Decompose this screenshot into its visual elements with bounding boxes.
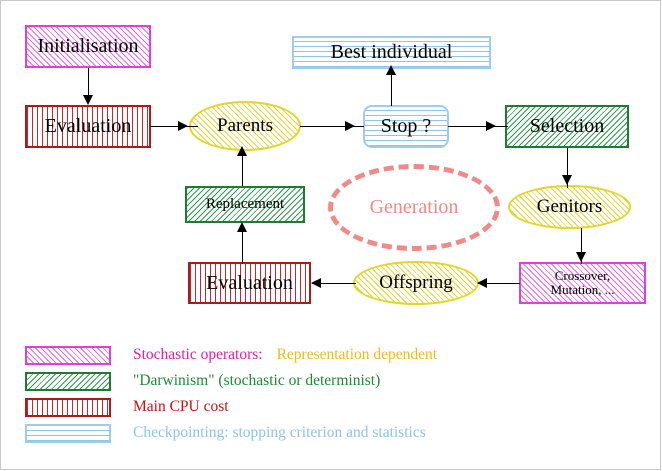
edge-selection-to-genitors	[567, 148, 568, 188]
node-crossover-mutation-label-line1: Crossover,	[554, 268, 611, 284]
node-replacement-label: Replacement	[205, 195, 285, 212]
arrowhead-right-selection	[486, 121, 496, 131]
node-evaluation-top-label: Evaluation	[44, 115, 132, 137]
legend-row-darwinism: "Darwinism" (stochastic or determinist)	[25, 369, 645, 393]
node-initialisation-label: Initialisation	[37, 35, 139, 57]
node-genitors[interactable]: Genitors	[508, 185, 631, 229]
arrowhead-left-offspring	[477, 278, 487, 288]
edge-evaluation-to-parents	[150, 126, 198, 127]
arrowhead-down-genitors	[562, 175, 572, 185]
arrowhead-right-stop	[345, 121, 355, 131]
edge-stop-to-best-individual	[391, 70, 392, 106]
edge-offspring-to-evaluation	[312, 283, 356, 284]
node-best-individual-label: Best individual	[330, 41, 453, 63]
node-best-individual[interactable]: Best individual	[292, 36, 491, 69]
legend: Stochastic operators: Representation depe…	[0, 338, 662, 458]
edge-evaluation-to-replacement	[242, 224, 243, 264]
node-evaluation-bottom[interactable]: Evaluation	[188, 262, 311, 304]
legend-swatch-blue-horizontal-hatch	[25, 423, 111, 443]
node-selection[interactable]: Selection	[505, 105, 629, 148]
arrowhead-up-best-individual	[386, 65, 396, 75]
node-stop[interactable]: Stop ?	[363, 105, 449, 148]
legend-row-checkpointing: Checkpointing: stopping criterion and st…	[25, 421, 645, 445]
arrowhead-up-parents	[237, 146, 247, 156]
edge-initialisation-to-evaluation	[88, 68, 89, 98]
legend-label-checkpointing: Checkpointing: stopping criterion and st…	[133, 424, 426, 441]
edge-parents-to-stop	[300, 126, 364, 127]
edge-replacement-to-parents	[242, 148, 243, 186]
legend-label-main-cpu-cost: Main CPU cost	[133, 398, 229, 415]
legend-swatch-red-vertical-hatch	[25, 397, 111, 417]
arrowhead-down-crossover	[576, 252, 586, 262]
node-parents-label: Parents	[217, 115, 273, 137]
node-crossover-mutation[interactable]: Crossover, Mutation, ...	[519, 262, 646, 304]
node-selection-label: Selection	[529, 115, 605, 137]
node-replacement[interactable]: Replacement	[185, 186, 305, 223]
legend-label-stochastic-operators: Stochastic operators: Representation depe…	[133, 346, 437, 364]
legend-swatch-magenta-diagonal-hatch	[25, 345, 111, 365]
node-offspring[interactable]: Offspring	[353, 261, 479, 305]
arrowhead-right-parents	[178, 121, 188, 131]
edge-stop-to-selection	[448, 126, 508, 127]
edge-crossover-to-offspring	[478, 283, 520, 284]
node-offspring-label: Offspring	[379, 272, 453, 294]
node-evaluation-bottom-label: Evaluation	[206, 271, 293, 294]
legend-label-darwinism: "Darwinism" (stochastic or determinist)	[133, 372, 381, 389]
node-evaluation-top[interactable]: Evaluation	[25, 105, 151, 148]
legend-label-representation-dependent: Representation dependent	[276, 346, 438, 363]
arrowhead-down-evaluation-top	[83, 95, 93, 105]
node-parents[interactable]: Parents	[189, 101, 301, 151]
node-genitors-label: Genitors	[536, 196, 603, 218]
node-initialisation[interactable]: Initialisation	[25, 25, 151, 68]
arrowhead-up-replacement	[237, 222, 247, 232]
arrowhead-left-evaluation-bottom	[311, 278, 321, 288]
legend-label-stochastic-operators-text: Stochastic operators:	[133, 346, 263, 363]
node-stop-label: Stop ?	[380, 115, 432, 137]
legend-row-stochastic-operators: Stochastic operators: Representation depe…	[25, 343, 645, 367]
node-generation-label: Generation	[369, 196, 459, 218]
edge-genitors-to-crossover	[581, 228, 582, 264]
node-crossover-mutation-label-line2: Mutation, ...	[550, 282, 615, 297]
legend-swatch-green-diagonal-hatch	[25, 371, 111, 391]
node-generation: Generation	[328, 164, 500, 251]
legend-row-main-cpu-cost: Main CPU cost	[25, 395, 645, 419]
